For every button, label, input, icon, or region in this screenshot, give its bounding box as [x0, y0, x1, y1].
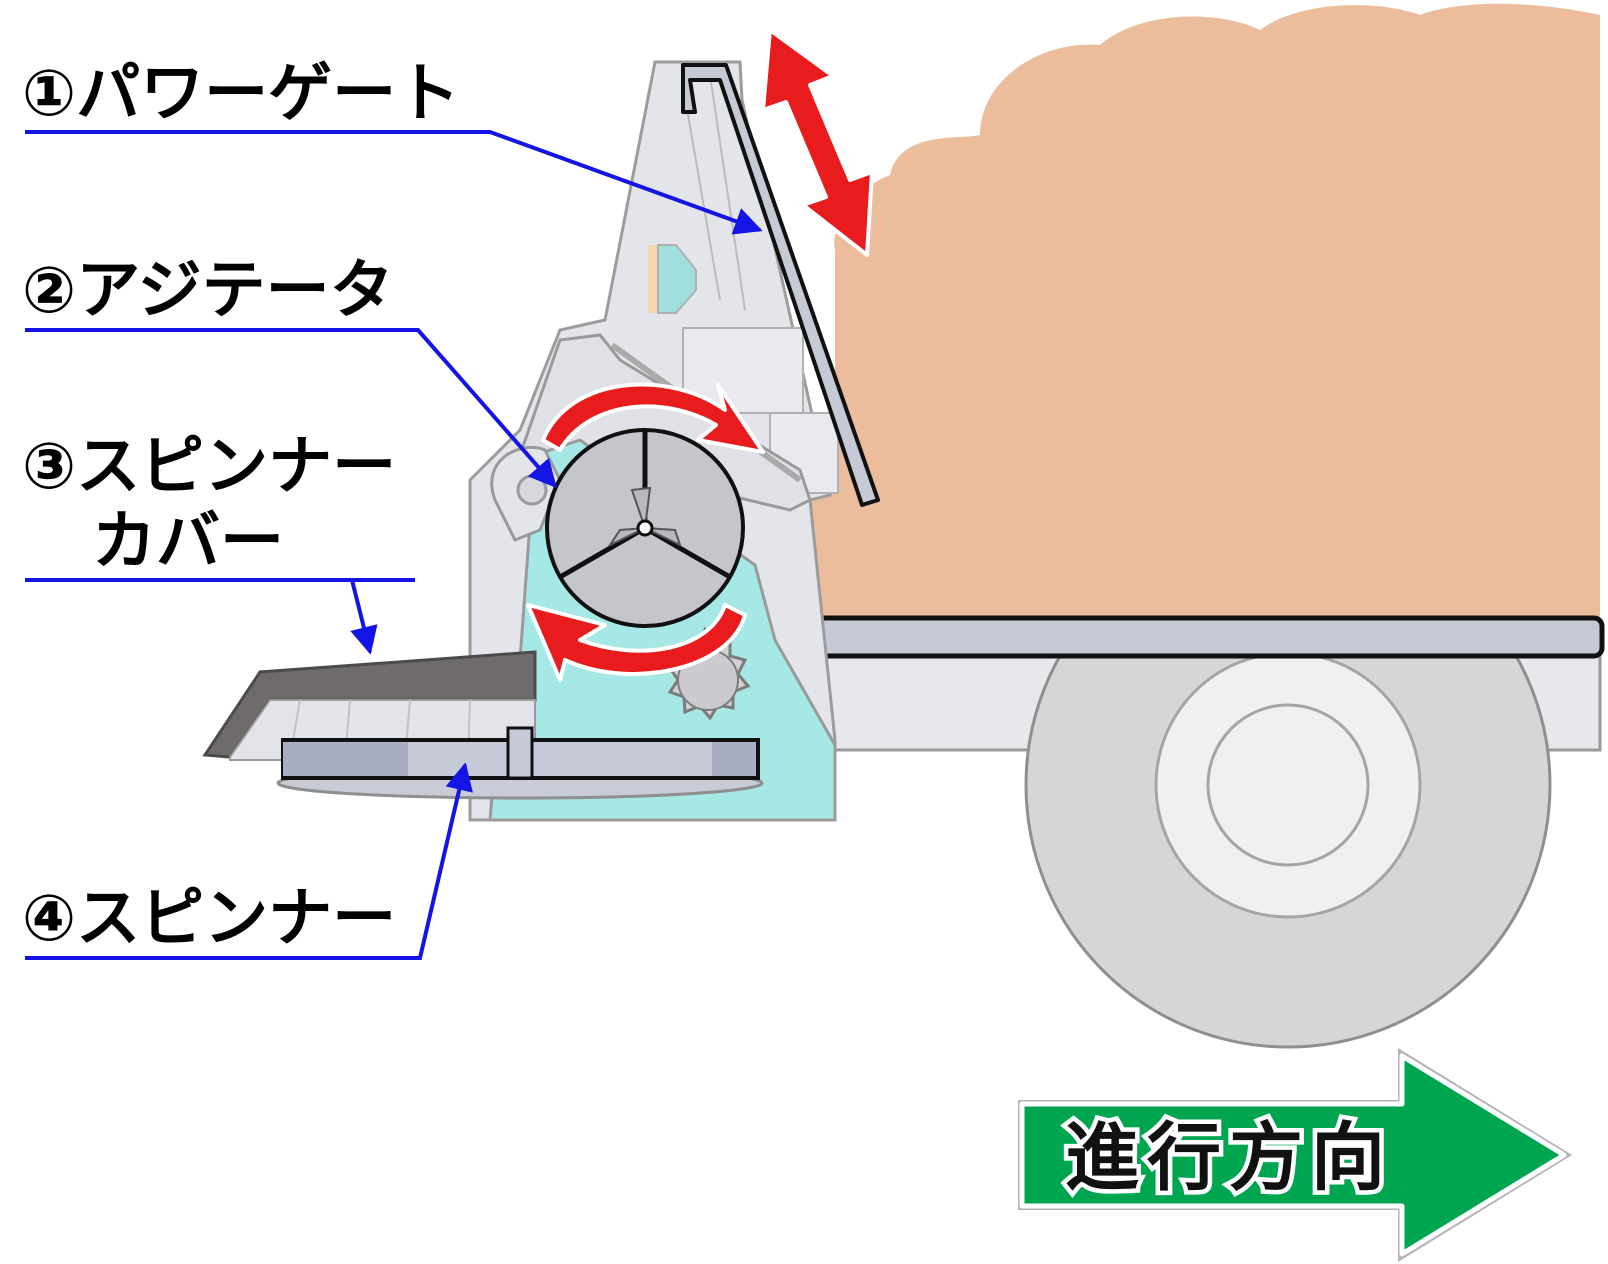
power-gate-plate [681, 63, 880, 507]
agitator-drum [545, 428, 745, 628]
power-gate-leader [25, 130, 763, 235]
frame-window [648, 244, 697, 314]
label-spinner-cover-line1: ③スピンナー [22, 430, 396, 504]
spinner-disc [276, 726, 764, 800]
spinner-cover-leader [25, 578, 415, 655]
direction-arrow-body [1019, 1053, 1567, 1257]
gate-motion-arrow [761, 28, 874, 257]
agitator-leader [25, 328, 557, 489]
spinner-leader [25, 762, 473, 960]
truck [757, 3, 1605, 1049]
label-power-gate: ①パワーゲート [22, 57, 460, 131]
labels: ①パワーゲート ②アジテータ ③スピンナー カバー ④スピンナー [22, 57, 460, 956]
direction-arrow: 進行方向 [1018, 1048, 1572, 1262]
agitator-rotation-arrow [526, 603, 747, 682]
truck-bed [757, 615, 1605, 659]
agitator-rotation-arrow [541, 382, 765, 454]
material-load [760, 3, 1600, 625]
label-agitator: ②アジテータ [22, 254, 394, 328]
frame-rib [681, 79, 721, 301]
label-spinner-cover-line2: カバー [92, 505, 284, 579]
frame-rib [709, 74, 746, 311]
label-spinner: ④スピンナー [22, 882, 396, 956]
direction-label: 進行方向 [1065, 1115, 1393, 1201]
leader-lines [25, 130, 763, 960]
motion-arrows [526, 28, 874, 682]
spreader-machine [202, 60, 880, 822]
